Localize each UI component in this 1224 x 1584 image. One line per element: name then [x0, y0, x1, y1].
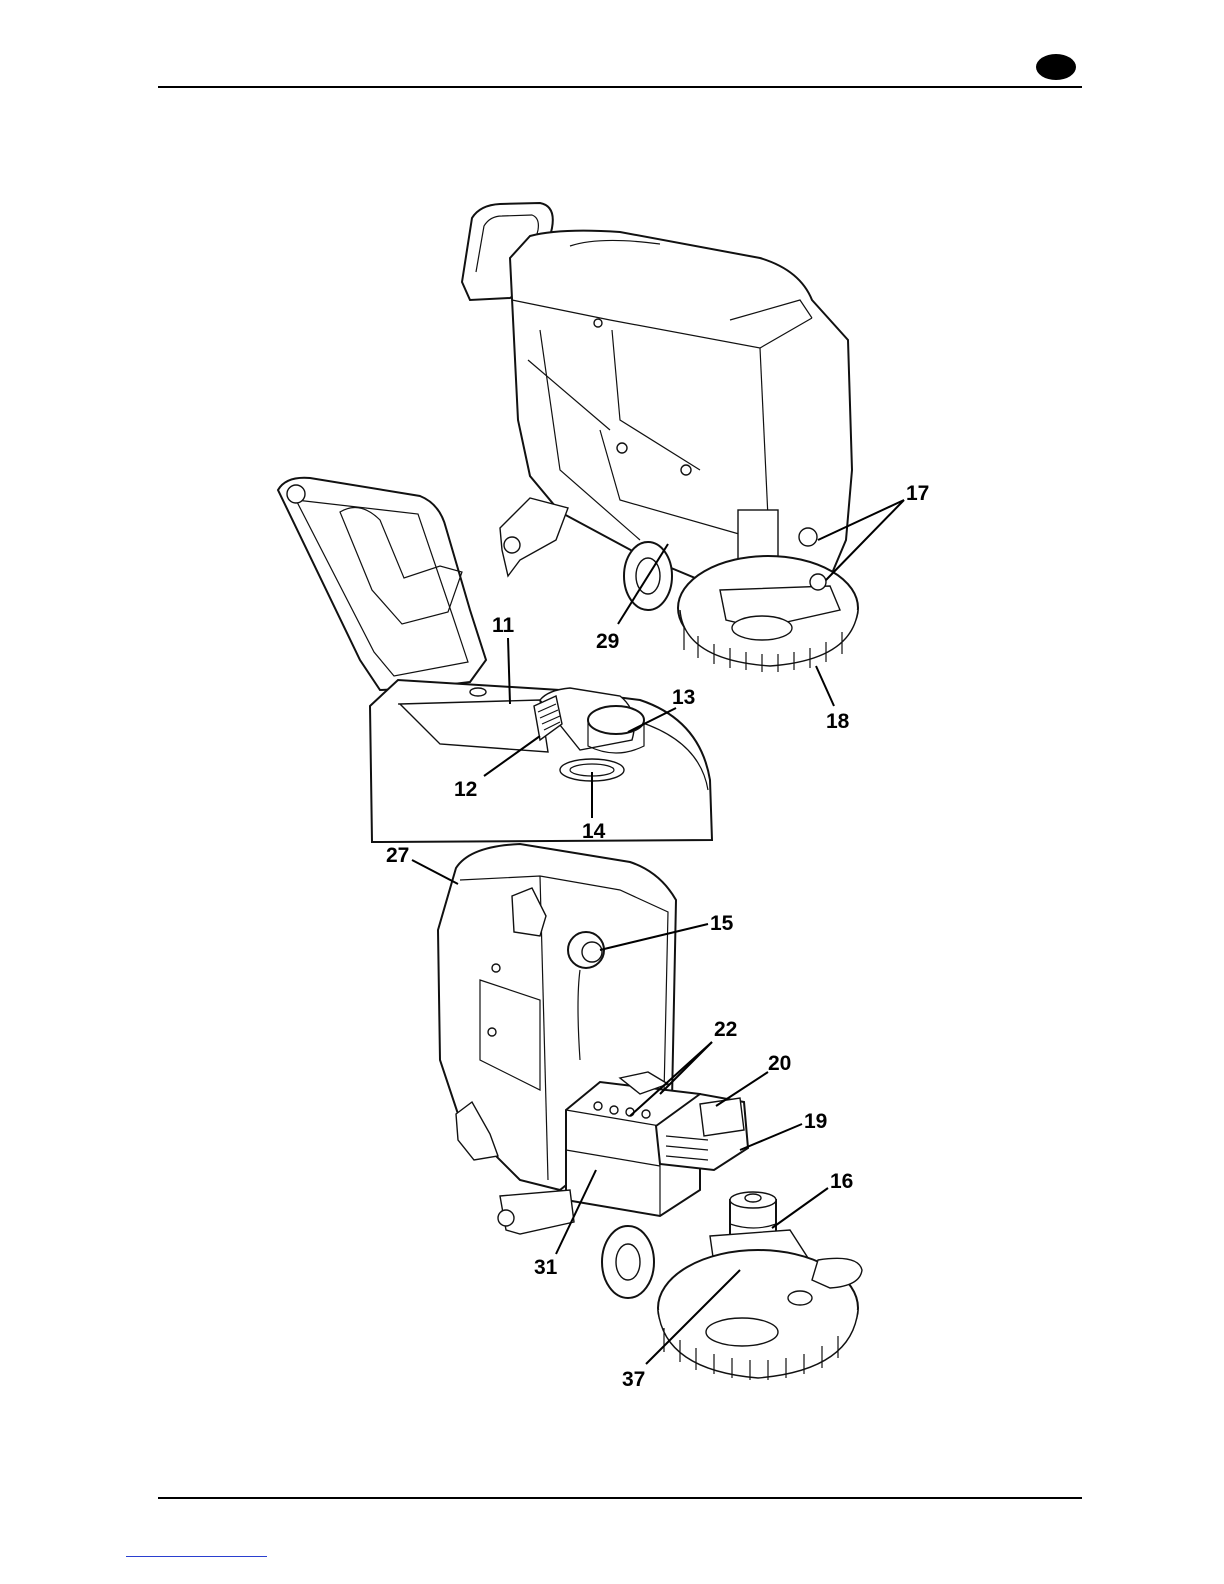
footer-link-underline[interactable] — [126, 1556, 267, 1557]
leader-19 — [740, 1124, 802, 1150]
callout-29: 29 — [596, 630, 619, 653]
callout-14: 14 — [582, 820, 606, 843]
callout-13: 13 — [672, 686, 695, 709]
callout-11: 11 — [492, 614, 515, 637]
callout-12: 12 — [454, 778, 477, 801]
footer-rule — [158, 1497, 1082, 1499]
callout-31: 31 — [534, 1256, 558, 1279]
leader-27 — [412, 860, 458, 884]
scrubber-assembled-drawing — [462, 203, 858, 672]
callout-16: 16 — [830, 1170, 853, 1193]
callout-37: 37 — [622, 1368, 645, 1391]
callout-15: 15 — [710, 912, 734, 935]
callout-18: 18 — [826, 710, 850, 733]
callout-27: 27 — [386, 844, 409, 867]
callout-20: 20 — [768, 1052, 791, 1075]
callout-22: 22 — [714, 1018, 737, 1041]
battery-compartment-drawing — [438, 844, 862, 1380]
leader-18 — [816, 666, 834, 706]
callout-19: 19 — [804, 1110, 827, 1133]
leader-16 — [772, 1188, 828, 1228]
callout-17: 17 — [906, 482, 929, 505]
